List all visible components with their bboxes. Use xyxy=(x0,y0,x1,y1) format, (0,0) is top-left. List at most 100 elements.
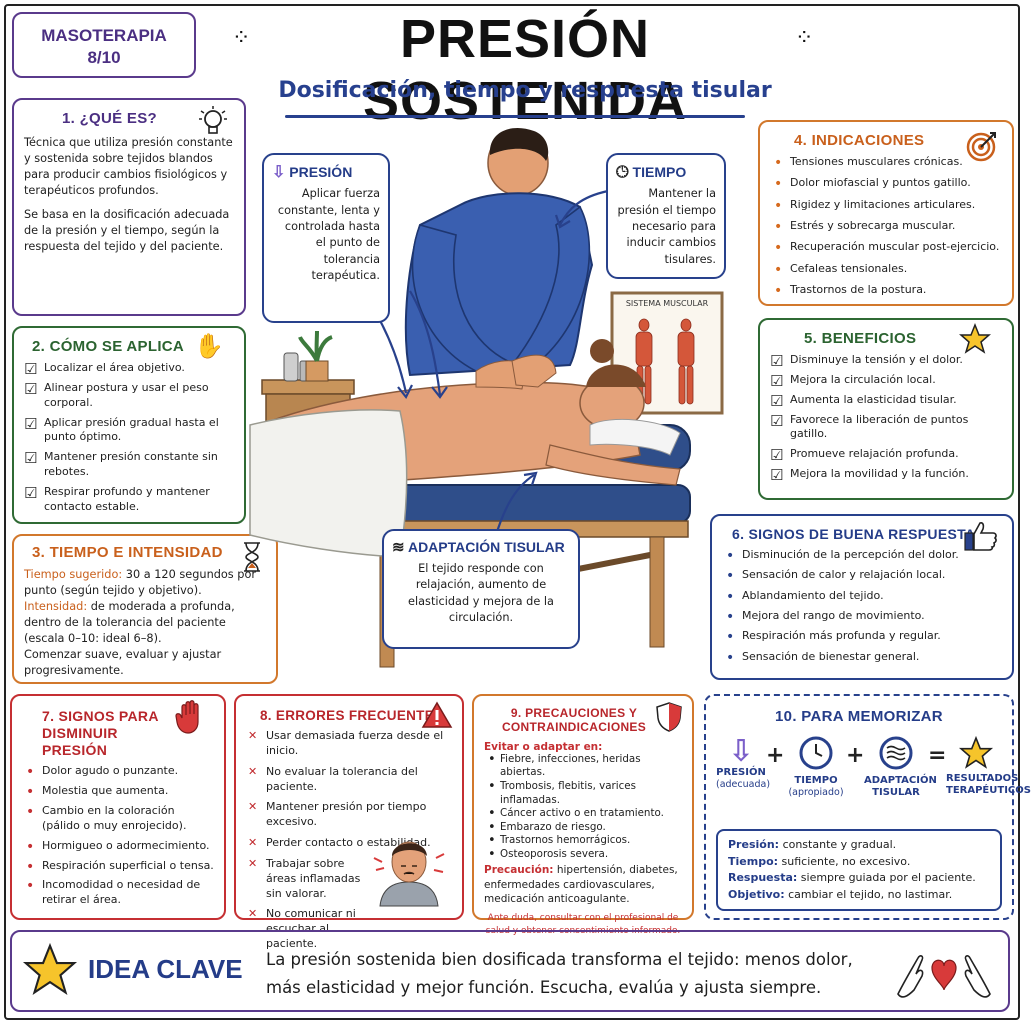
clock-icon xyxy=(799,736,833,770)
list-item: Hormigueo o adormecimiento. xyxy=(22,838,214,857)
time-label: Tiempo sugerido: xyxy=(24,568,123,581)
sparkle-right-icon: ⁘ xyxy=(795,26,814,51)
section-precautions: 9. PRECAUCIONES Y CONTRAINDICACIONES Evi… xyxy=(472,694,694,936)
list-item: Cefaleas tensionales. xyxy=(770,261,1002,280)
list-item: Cambio en la coloración (pálido o muy en… xyxy=(22,803,214,834)
callout-adaptation-text: El tejido responde con relajación, aumen… xyxy=(408,561,554,624)
section-title: 3. TIEMPO E INTENSIDAD xyxy=(32,544,223,561)
eq-time: TIEMPO (apropiado) xyxy=(786,735,846,798)
section-title: 1. ¿QUÉ ES? xyxy=(62,110,157,127)
reduce-pressure-list: Dolor agudo o punzante.Molestia que aume… xyxy=(22,763,214,908)
section-indications: 4. INDICACIONES Tensiones musculares cró… xyxy=(758,120,1014,306)
def-response: Respuesta: siempre guiada por el pacient… xyxy=(728,871,976,884)
eq-pressure: ⇩ PRESIÓN (adecuada) xyxy=(716,734,771,791)
indications-list: Tensiones musculares crónicas.Dolor miof… xyxy=(770,154,1002,301)
how-to-apply-list: Localizar el área objetivo.Alinear postu… xyxy=(24,359,234,515)
section-memorize: 10. PARA MEMORIZAR ⇩ PRESIÓN (adecuada) … xyxy=(704,694,1031,920)
good-response-list: Disminución de la percepción del dolor.S… xyxy=(722,547,1002,668)
lightbulb-icon xyxy=(198,106,228,145)
section-good-response: 6. SIGNOS DE BUENA RESPUESTA Disminución… xyxy=(710,514,1014,680)
list-item: Mejora del rango de movimiento. xyxy=(722,608,1002,627)
list-item: Rigidez y limitaciones articulares. xyxy=(770,197,1002,216)
list-item: No comunicar ni escuchar al paciente. xyxy=(246,907,376,952)
list-item: Sensación de calor y relajación local. xyxy=(722,567,1002,586)
waves-icon: ≋ xyxy=(392,539,405,556)
common-errors-list: Usar demasiada fuerza desde el inicio. No… xyxy=(246,729,452,952)
subtitle-underline xyxy=(285,115,745,118)
list-item: Estrés y sobrecarga muscular. xyxy=(770,218,1002,237)
stop-hand-icon xyxy=(175,700,204,739)
list-item: Usar demasiada fuerza desde el inicio. xyxy=(246,729,452,759)
memorize-definitions: Presión: constante y gradual. Tiempo: su… xyxy=(716,829,1002,911)
section-title: 10. PARA MEMORIZAR xyxy=(775,708,943,725)
illustration-scene xyxy=(249,128,724,668)
list-item: Promueve relajación profunda. xyxy=(770,445,1002,465)
section-how-to-apply: 2. CÓMO SE APLICA ✋ Localizar el área ob… xyxy=(12,326,246,524)
def-time: Tiempo: suficiente, no excesivo. xyxy=(728,854,911,868)
section-reduce-pressure-signs: 7. SIGNOS PARA DISMINUIR PRESIÓN Dolor a… xyxy=(10,694,226,920)
eq-adaptation: ADAPTACIÓN TISULAR xyxy=(864,735,937,799)
list-item: Respiración superficial o tensa. xyxy=(22,858,214,877)
what-is-paragraph-1: Técnica que utiliza presión constante y … xyxy=(24,136,233,198)
list-item: Localizar el área objetivo. xyxy=(24,359,234,379)
list-item: Trabajar sobre áreas inflamadas sin valo… xyxy=(246,857,376,902)
list-item: Disminuye la tensión y el dolor. xyxy=(770,351,1002,371)
key-idea-title: IDEA CLAVE xyxy=(88,954,243,984)
section-common-errors: 8. ERRORES FRECUENTES Usar demasiada fue… xyxy=(234,694,464,950)
list-item: Incomodidad o necesidad de retirar el ár… xyxy=(22,877,214,908)
section-title: 9. PRECAUCIONES Y CONTRAINDICACIONES xyxy=(501,706,647,735)
list-item: Respirar profundo y mantener contacto es… xyxy=(24,483,234,515)
list-item: Fiebre, infecciones, heridas abiertas. xyxy=(484,751,682,780)
list-item: Osteoporosis severa. xyxy=(484,846,682,863)
page-subtitle: Dosificación, tiempo y respuesta tisular xyxy=(278,78,772,103)
list-item: Trastornos de la postura. xyxy=(770,282,1002,301)
time-text: 30 a 120 segundos por punto (según tejid… xyxy=(24,568,257,598)
list-item: Mantener presión constante sin rebotes. xyxy=(24,448,234,480)
headache-person-icon xyxy=(372,828,446,910)
list-item: Tensiones musculares crónicas. xyxy=(770,154,1002,173)
section-title: 6. SIGNOS DE BUENA RESPUESTA xyxy=(732,526,976,542)
list-item: Trombosis, flebitis, varices inflamadas. xyxy=(484,778,682,807)
hands-heart-icon xyxy=(894,938,994,1008)
list-item: Aplicar presión gradual hasta el punto ó… xyxy=(24,414,234,446)
list-item: Cáncer activo o en tratamiento. xyxy=(484,805,682,822)
contraindications-list: Fiebre, infecciones, heridas abiertas.Tr… xyxy=(484,751,682,863)
intensity-text: de moderada a profunda, dentro de la tol… xyxy=(24,600,235,646)
list-item: Sensación de bienestar general. xyxy=(722,649,1002,668)
down-arrow-icon: ⇩ xyxy=(728,734,754,769)
key-idea-text: La presión sostenida bien dosificada tra… xyxy=(266,946,853,1002)
intensity-label: Intensidad: xyxy=(24,600,88,614)
list-item: Perder contacto o estabilidad. xyxy=(246,836,452,851)
list-item: No evaluar la tolerancia del paciente. xyxy=(246,765,452,795)
callout-pressure-title: ⇩ PRESIÓN xyxy=(272,164,353,181)
callout-adaptation-title: ≋ ADAPTACIÓN TISULAR xyxy=(392,539,565,556)
key-idea-line-2: más elasticidad y mejor función. Escucha… xyxy=(266,978,822,998)
callout-pressure-text: Aplicar fuerza constante, lenta y contro… xyxy=(277,187,380,283)
intensity: Intensidad: de moderada a profunda, dent… xyxy=(24,599,266,647)
callout-time-title: 🕒︎ TIEMPO xyxy=(616,164,687,181)
time-suggested: Tiempo sugerido: 30 a 120 segundos por p… xyxy=(24,567,266,599)
equals-sign: = xyxy=(928,743,947,768)
section-benefits: 5. BENEFICIOS Disminuye la tensión y el … xyxy=(758,318,1014,500)
list-item: Respiración más profunda y regular. xyxy=(722,628,1002,647)
section-time-intensity: 3. TIEMPO E INTENSIDAD Tiempo sugerido: … xyxy=(12,534,278,684)
key-idea-line-1: La presión sostenida bien dosificada tra… xyxy=(266,950,853,969)
list-item: Molestia que aumenta. xyxy=(22,783,214,802)
caution-label: Precaución: xyxy=(484,864,554,877)
list-item: Embarazo de riesgo. xyxy=(484,819,682,836)
section-title: 7. SIGNOS PARA DISMINUIR PRESIÓN xyxy=(42,708,159,758)
sparkle-left-icon: ⁘ xyxy=(232,26,251,51)
time-note: Comenzar suave, evaluar y ajustar progre… xyxy=(24,648,222,678)
list-item: Dolor agudo o punzante. xyxy=(22,763,214,782)
caution-text: Precaución: hipertensión, diabetes, enfe… xyxy=(484,864,678,905)
key-idea-banner: IDEA CLAVE La presión sostenida bien dos… xyxy=(10,930,1010,1012)
section-title: 2. CÓMO SE APLICA xyxy=(32,338,185,355)
plus-sign: + xyxy=(846,743,865,768)
benefits-list: Disminuye la tensión y el dolor.Mejora l… xyxy=(770,351,1002,485)
list-item: Trastornos hemorrágicos. xyxy=(484,832,682,849)
shield-icon xyxy=(656,702,682,737)
def-pressure: Presión: constante y gradual. xyxy=(728,838,897,851)
poster-title: SISTEMA MUSCULAR xyxy=(625,299,709,308)
plus-sign: + xyxy=(766,743,785,768)
what-is-paragraph-2: Se basa en la dosificación adecuada de l… xyxy=(24,208,230,254)
